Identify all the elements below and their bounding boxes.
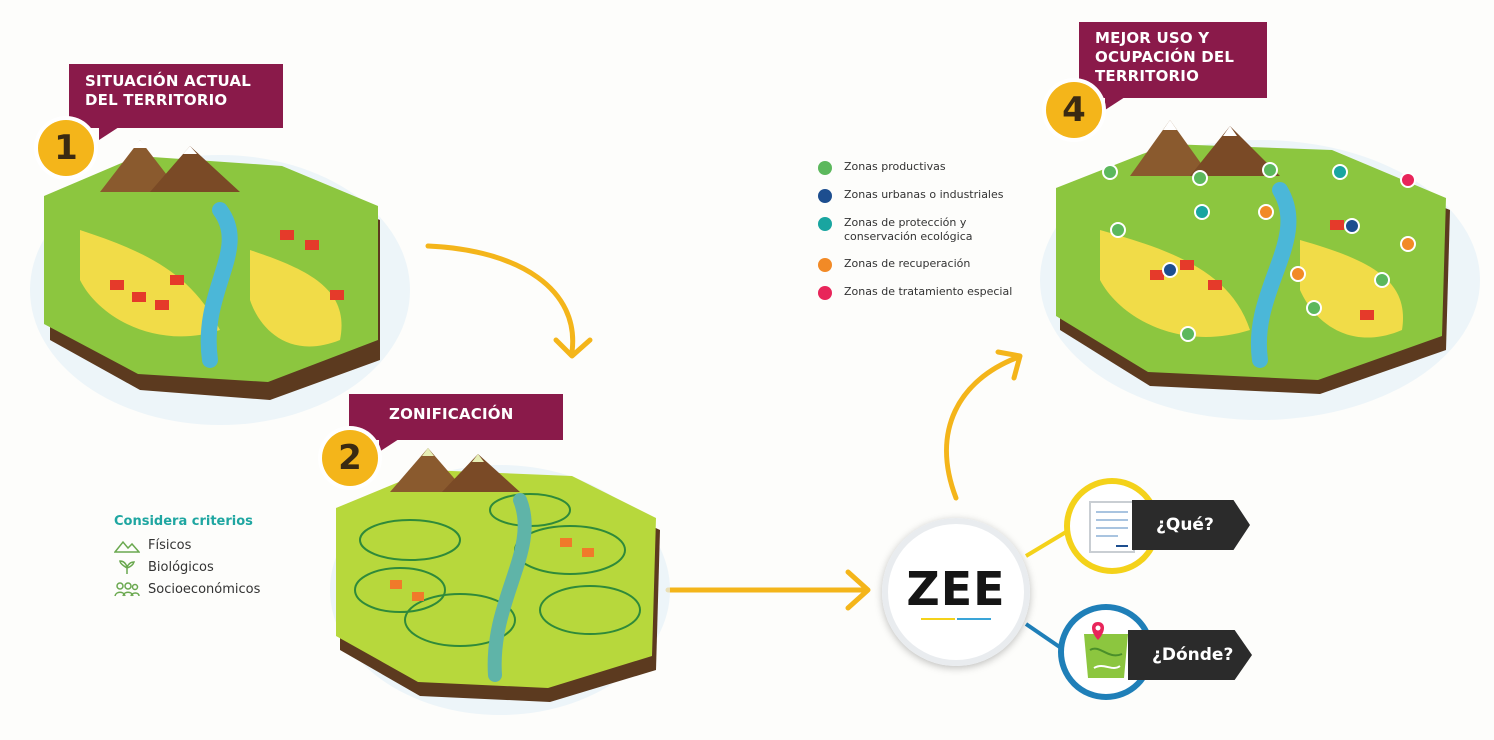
criteria-item-socioeconomic: Socioeconómicos <box>114 581 260 597</box>
zee-label: ZEE <box>906 562 1006 616</box>
connector-donde <box>1024 622 1066 652</box>
legend-dot-productive <box>818 161 832 175</box>
legend-dot-special <box>818 286 832 300</box>
criteria-item-biological: Biológicos <box>114 559 260 575</box>
step-2-title-line1: ZONIFICACIÓN <box>389 405 514 423</box>
zee-circle: ZEE <box>882 518 1030 666</box>
legend-label-protection-line2: conservación ecológica <box>844 230 973 243</box>
legend-label-productive: Zonas productivas <box>844 160 946 173</box>
legend-label-recovery: Zonas de recuperación <box>844 257 971 270</box>
legend-dot-protection <box>818 217 832 231</box>
step-4-banner: MEJOR USO Y OCUPACIÓN DEL TERRITORIO <box>1079 22 1267 110</box>
criteria-label-socioeconomic: Socioeconómicos <box>148 581 261 597</box>
legend-label-protection: Zonas de protección y conservación ecoló… <box>844 216 1014 244</box>
map-zoning <box>330 448 670 715</box>
step-1-title-line1: SITUACIÓN ACTUAL <box>85 72 251 90</box>
legend-label-protection-line1: Zonas de protección y <box>844 216 967 229</box>
step-1-title-line2: DEL TERRITORIO <box>85 91 228 109</box>
people-icon <box>114 582 140 597</box>
criteria-label-physical: Físicos <box>148 537 192 553</box>
criteria-title: Considera criterios <box>114 514 253 529</box>
map-current-territory <box>30 140 410 425</box>
legend-dot-recovery <box>818 258 832 272</box>
step-2-badge: 2 <box>322 430 378 486</box>
legend-dot-urban <box>818 189 832 203</box>
connector-que <box>1024 530 1068 558</box>
step-2-banner: ZONIFICACIÓN <box>349 394 563 452</box>
arrow-1-to-2-head <box>553 337 593 359</box>
arrow-zee-to-4-head <box>995 349 1023 381</box>
legend-label-urban: Zonas urbanas o industriales <box>844 188 1004 201</box>
step-4-badge: 4 <box>1046 82 1102 138</box>
step-1-badge: 1 <box>38 120 94 176</box>
legend-item-protection: Zonas de protección y conservación ecoló… <box>818 216 1014 244</box>
map-pin-icon <box>1084 622 1128 678</box>
step-4-title-line1: MEJOR USO Y <box>1095 29 1210 47</box>
arrow-2-to-zee-head <box>845 569 871 611</box>
map-better-use <box>1040 120 1480 420</box>
arrow-zee-to-4 <box>944 355 1019 501</box>
criteria-label-biological: Biológicos <box>148 559 214 575</box>
donde-tag: ¿Dónde? <box>1128 630 1252 680</box>
criteria-panel: Considera criterios Físicos Biológicos S… <box>114 514 260 603</box>
arrow-1-to-2 <box>425 243 576 355</box>
zone-legend: Zonas productivas Zonas urbanas o indust… <box>818 160 1014 313</box>
legend-item-recovery: Zonas de recuperación <box>818 257 1014 272</box>
legend-label-special: Zonas de tratamiento especial <box>844 285 1013 298</box>
legend-item-urban: Zonas urbanas o industriales <box>818 188 1014 203</box>
plant-icon <box>119 560 136 574</box>
step-1-banner: SITUACIÓN ACTUAL DEL TERRITORIO <box>69 64 283 140</box>
mountain-icon <box>114 540 140 553</box>
document-icon <box>1089 501 1135 553</box>
legend-item-productive: Zonas productivas <box>818 160 1014 175</box>
que-tag: ¿Qué? <box>1132 500 1250 550</box>
legend-item-special: Zonas de tratamiento especial <box>818 285 1014 300</box>
step-4-title-line2: OCUPACIÓN DEL <box>1095 48 1235 66</box>
criteria-item-physical: Físicos <box>114 537 260 553</box>
step-4-title-line3: TERRITORIO <box>1095 67 1200 85</box>
zee-underline <box>920 618 991 620</box>
